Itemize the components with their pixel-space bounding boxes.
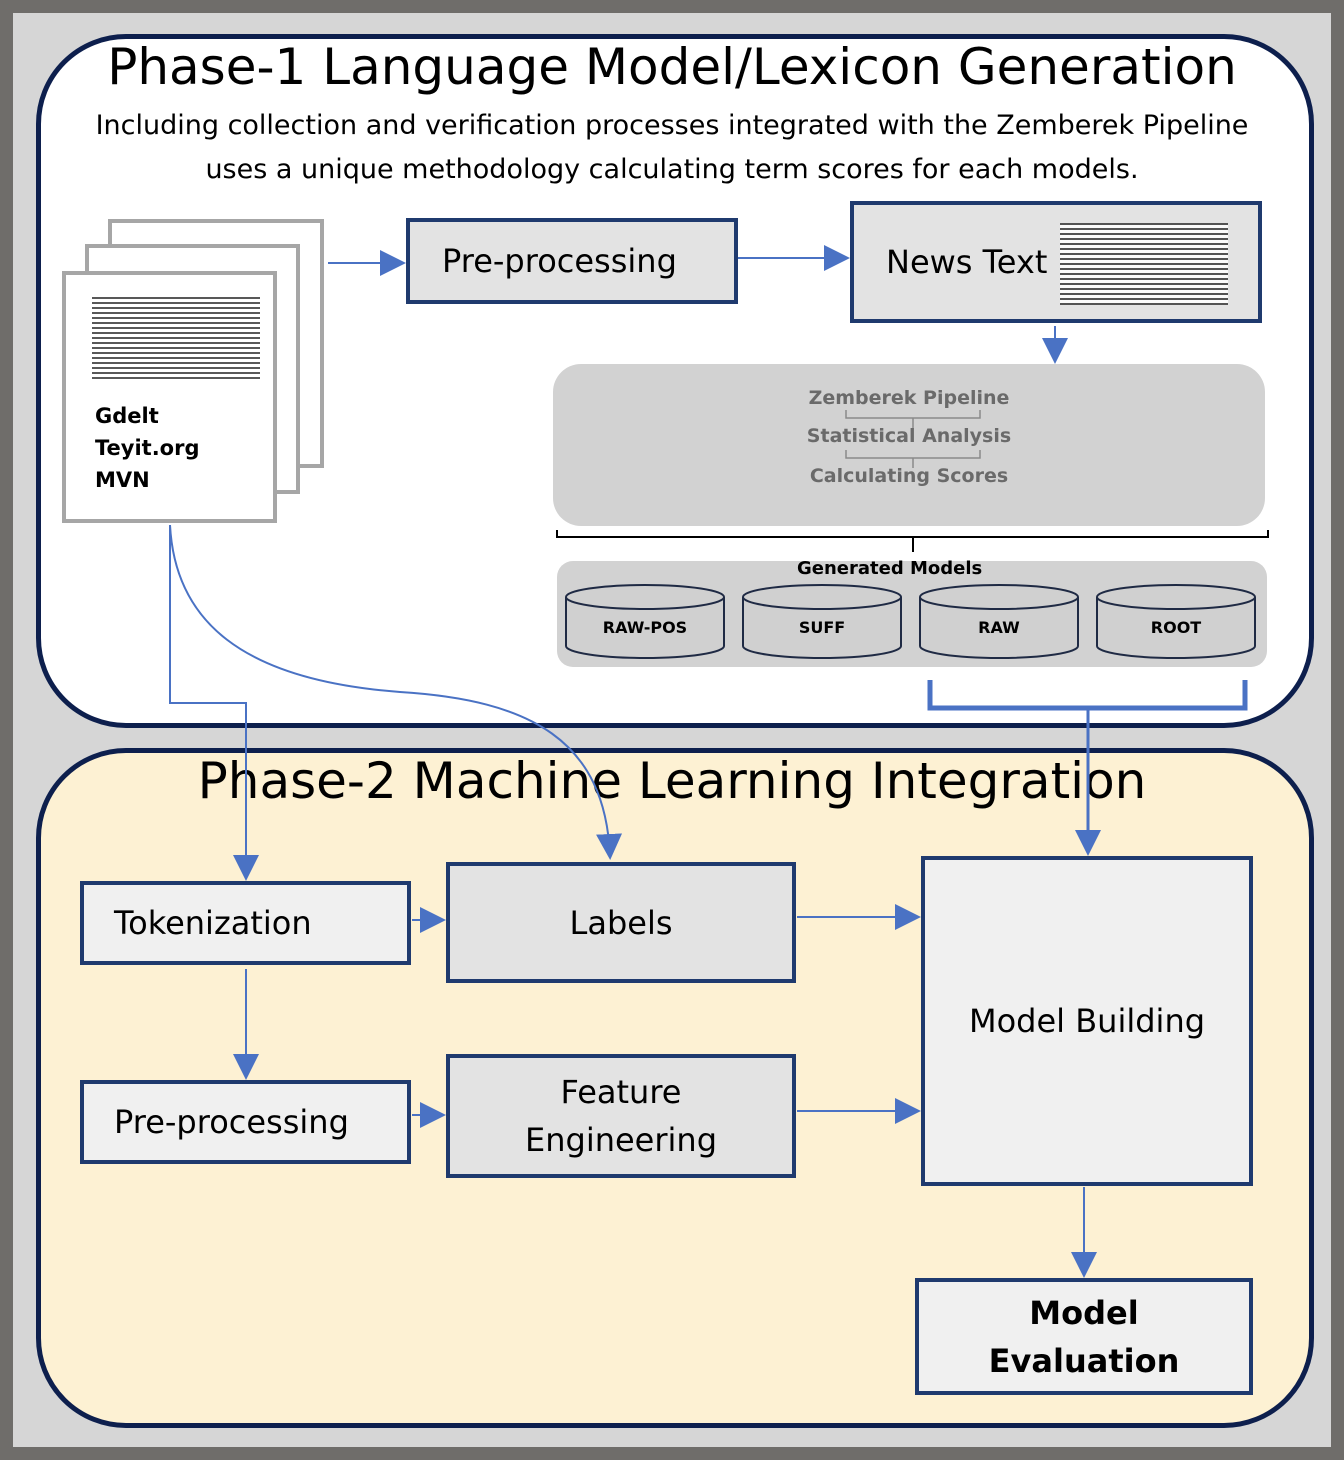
- model-evaluation-line1: Model: [1029, 1293, 1139, 1332]
- tokenization-box: Tokenization: [80, 881, 411, 965]
- phase1-subtitle-line1: Including collection and verification pr…: [95, 110, 1249, 141]
- model-building-label: Model Building: [968, 1002, 1206, 1040]
- model-label-root: ROOT: [1150, 618, 1202, 637]
- news-text-box: News Text: [850, 201, 1262, 323]
- model-building-box: Model Building: [921, 856, 1253, 1186]
- arrow-docs-to-labels: [169, 524, 623, 860]
- source-teyit: Teyit.org: [95, 436, 200, 460]
- zemberek-pipeline-block: [553, 364, 1265, 526]
- document-text-image: [92, 297, 260, 381]
- phase2-title: Phase-2 Machine Learning Integration: [197, 752, 1147, 810]
- feature-engineering-line1: Feature: [560, 1073, 682, 1111]
- pipeline-step-scores: Calculating Scores: [809, 465, 1009, 487]
- models-brace: [927, 680, 1248, 711]
- labels-box: Labels: [446, 862, 796, 983]
- document-front: [62, 271, 277, 523]
- tokenization-label: Tokenization: [114, 904, 312, 942]
- model-evaluation-line2: Evaluation: [988, 1341, 1180, 1380]
- pipeline-brace: [556, 530, 1269, 552]
- phase2-preprocessing-box: Pre-processing: [80, 1080, 411, 1164]
- phase2-preprocessing-label: Pre-processing: [114, 1103, 349, 1141]
- phase1-subtitle-line2: uses a unique methodology calculating te…: [205, 154, 1139, 185]
- cylinder-suff: [742, 584, 902, 659]
- source-gdelt: Gdelt: [95, 404, 159, 428]
- arrow-docs-to-tokenization: [169, 525, 259, 881]
- feature-engineering-line2: Engineering: [525, 1121, 717, 1159]
- pipeline-connectors: [845, 410, 981, 468]
- news-text-image: [1060, 223, 1228, 305]
- generated-models-label: Generated Models: [797, 558, 983, 579]
- feature-engineering-box: Feature Engineering: [446, 1054, 796, 1178]
- phase1-preprocessing-label: Pre-processing: [442, 242, 677, 280]
- cylinder-raw: [919, 584, 1079, 659]
- phase1-preprocessing-box: Pre-processing: [406, 218, 738, 304]
- news-text-label: News Text: [886, 243, 1048, 281]
- pipeline-step-statistical: Statistical Analysis: [806, 425, 1012, 447]
- source-mvn: MVN: [95, 468, 150, 492]
- phase1-subtitle: Including collection and verification pr…: [0, 104, 1344, 192]
- model-label-raw-pos: RAW-POS: [602, 618, 688, 637]
- pipeline-step-zemberek: Zemberek Pipeline: [808, 387, 1010, 409]
- model-label-suff: SUFF: [798, 618, 846, 637]
- phase1-title: Phase-1 Language Model/Lexicon Generatio…: [107, 38, 1237, 96]
- cylinder-raw-pos: [565, 584, 725, 659]
- model-evaluation-box: Model Evaluation: [915, 1278, 1253, 1395]
- labels-label: Labels: [569, 903, 673, 942]
- model-cylinders: [565, 584, 1256, 659]
- model-label-raw: RAW: [978, 618, 1020, 637]
- cylinder-root: [1096, 584, 1256, 659]
- data-sources: Gdelt Teyit.org MVN: [95, 400, 200, 496]
